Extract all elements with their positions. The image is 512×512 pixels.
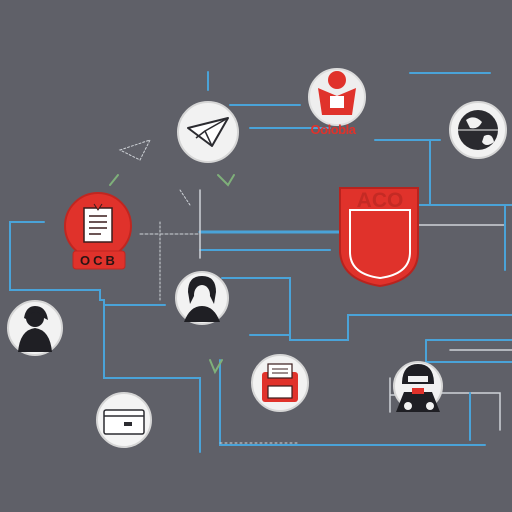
shield-node[interactable]: ACO: [339, 187, 419, 288]
globe-icon: [458, 110, 498, 150]
person-node-center[interactable]: [175, 271, 229, 325]
card-node[interactable]: [96, 392, 152, 448]
robot-node[interactable]: [393, 361, 443, 412]
card-icon: [103, 409, 145, 435]
person-node-left[interactable]: [7, 300, 63, 356]
connector-lines: [9, 71, 512, 453]
shield-icon: [349, 209, 411, 280]
document-icon: [83, 203, 113, 243]
shield-label: ACO: [357, 189, 404, 212]
logo-icon: [318, 71, 356, 115]
robot-icon: [396, 364, 440, 412]
globe-node[interactable]: [449, 101, 507, 159]
logo-node-top[interactable]: Oolobla: [308, 68, 366, 137]
document-label: OCB: [80, 253, 118, 268]
printer-node[interactable]: [251, 354, 309, 412]
paper-plane-node[interactable]: [177, 101, 239, 163]
printer-icon: [262, 363, 298, 402]
person-icon: [18, 306, 52, 352]
document-node[interactable]: OCB: [64, 192, 132, 270]
logo-label: Oolobla: [311, 122, 357, 137]
person-icon: [184, 276, 220, 322]
paper-plane-icon: [187, 117, 229, 147]
